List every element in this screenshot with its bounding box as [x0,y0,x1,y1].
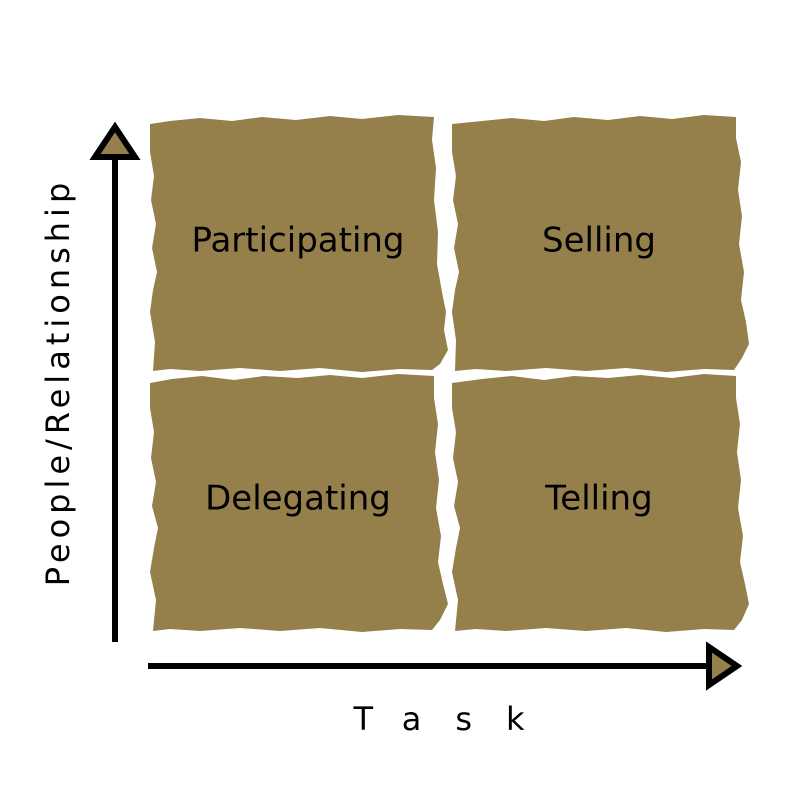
x-axis-label: Task [352,700,558,738]
quadrant-label-delegating: Delegating [205,479,391,519]
quadrant-label-selling: Selling [542,221,656,261]
y-axis-arrowhead [89,121,141,160]
x-axis-arrowhead [706,641,743,691]
quadrant-label-telling: Telling [544,479,652,519]
quadrant-tile-top-left [150,115,448,372]
quadrant-tile-top-right [452,115,749,372]
quadrant-label-participating: Participating [191,221,404,261]
quadrant-tile-bottom-left [150,374,448,632]
quadrant-tile-bottom-right [452,374,749,632]
y-axis-label: People/Relationship [39,178,77,587]
